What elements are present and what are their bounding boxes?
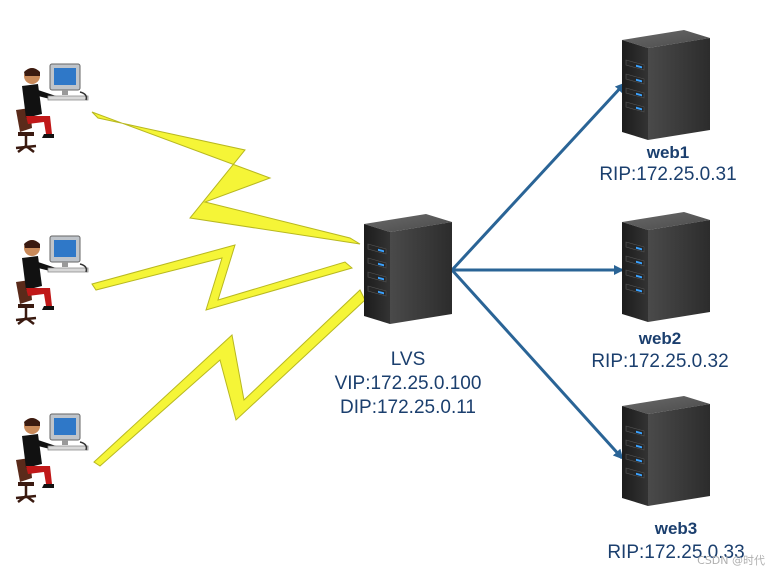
client-user-1 <box>14 62 90 154</box>
watermark: CSDN @时代 <box>697 554 765 567</box>
web1-rip-label: RIP:172.25.0.31 <box>599 164 736 185</box>
arrow-to-web1 <box>450 82 626 272</box>
lightning-bolt-1 <box>91 111 361 245</box>
client-user-2 <box>14 234 90 326</box>
web1-server-icon <box>621 29 711 141</box>
lightning-bolt-2 <box>91 244 354 311</box>
lvs-name-label: LVS <box>391 349 426 370</box>
web3-rip-label: RIP:172.25.0.33 <box>607 542 744 563</box>
web2-rip-label: RIP:172.25.0.32 <box>591 351 728 372</box>
arrows <box>450 82 626 460</box>
web1-name-label: web1 <box>646 143 690 162</box>
web3-name-label: web3 <box>654 519 698 538</box>
lightning-bolts <box>91 111 366 467</box>
lvs-dip-label: DIP:172.25.0.11 <box>340 397 476 418</box>
web3-server-icon <box>621 395 711 507</box>
web2-name-label: web2 <box>638 329 682 348</box>
arrow-to-web3 <box>450 268 624 460</box>
lvs-vip-label: VIP:172.25.0.100 <box>335 373 482 394</box>
web2-server-icon <box>621 211 711 323</box>
lightning-bolt-3 <box>93 289 366 467</box>
lvs-server-icon <box>363 213 453 325</box>
client-user-3 <box>14 412 90 504</box>
